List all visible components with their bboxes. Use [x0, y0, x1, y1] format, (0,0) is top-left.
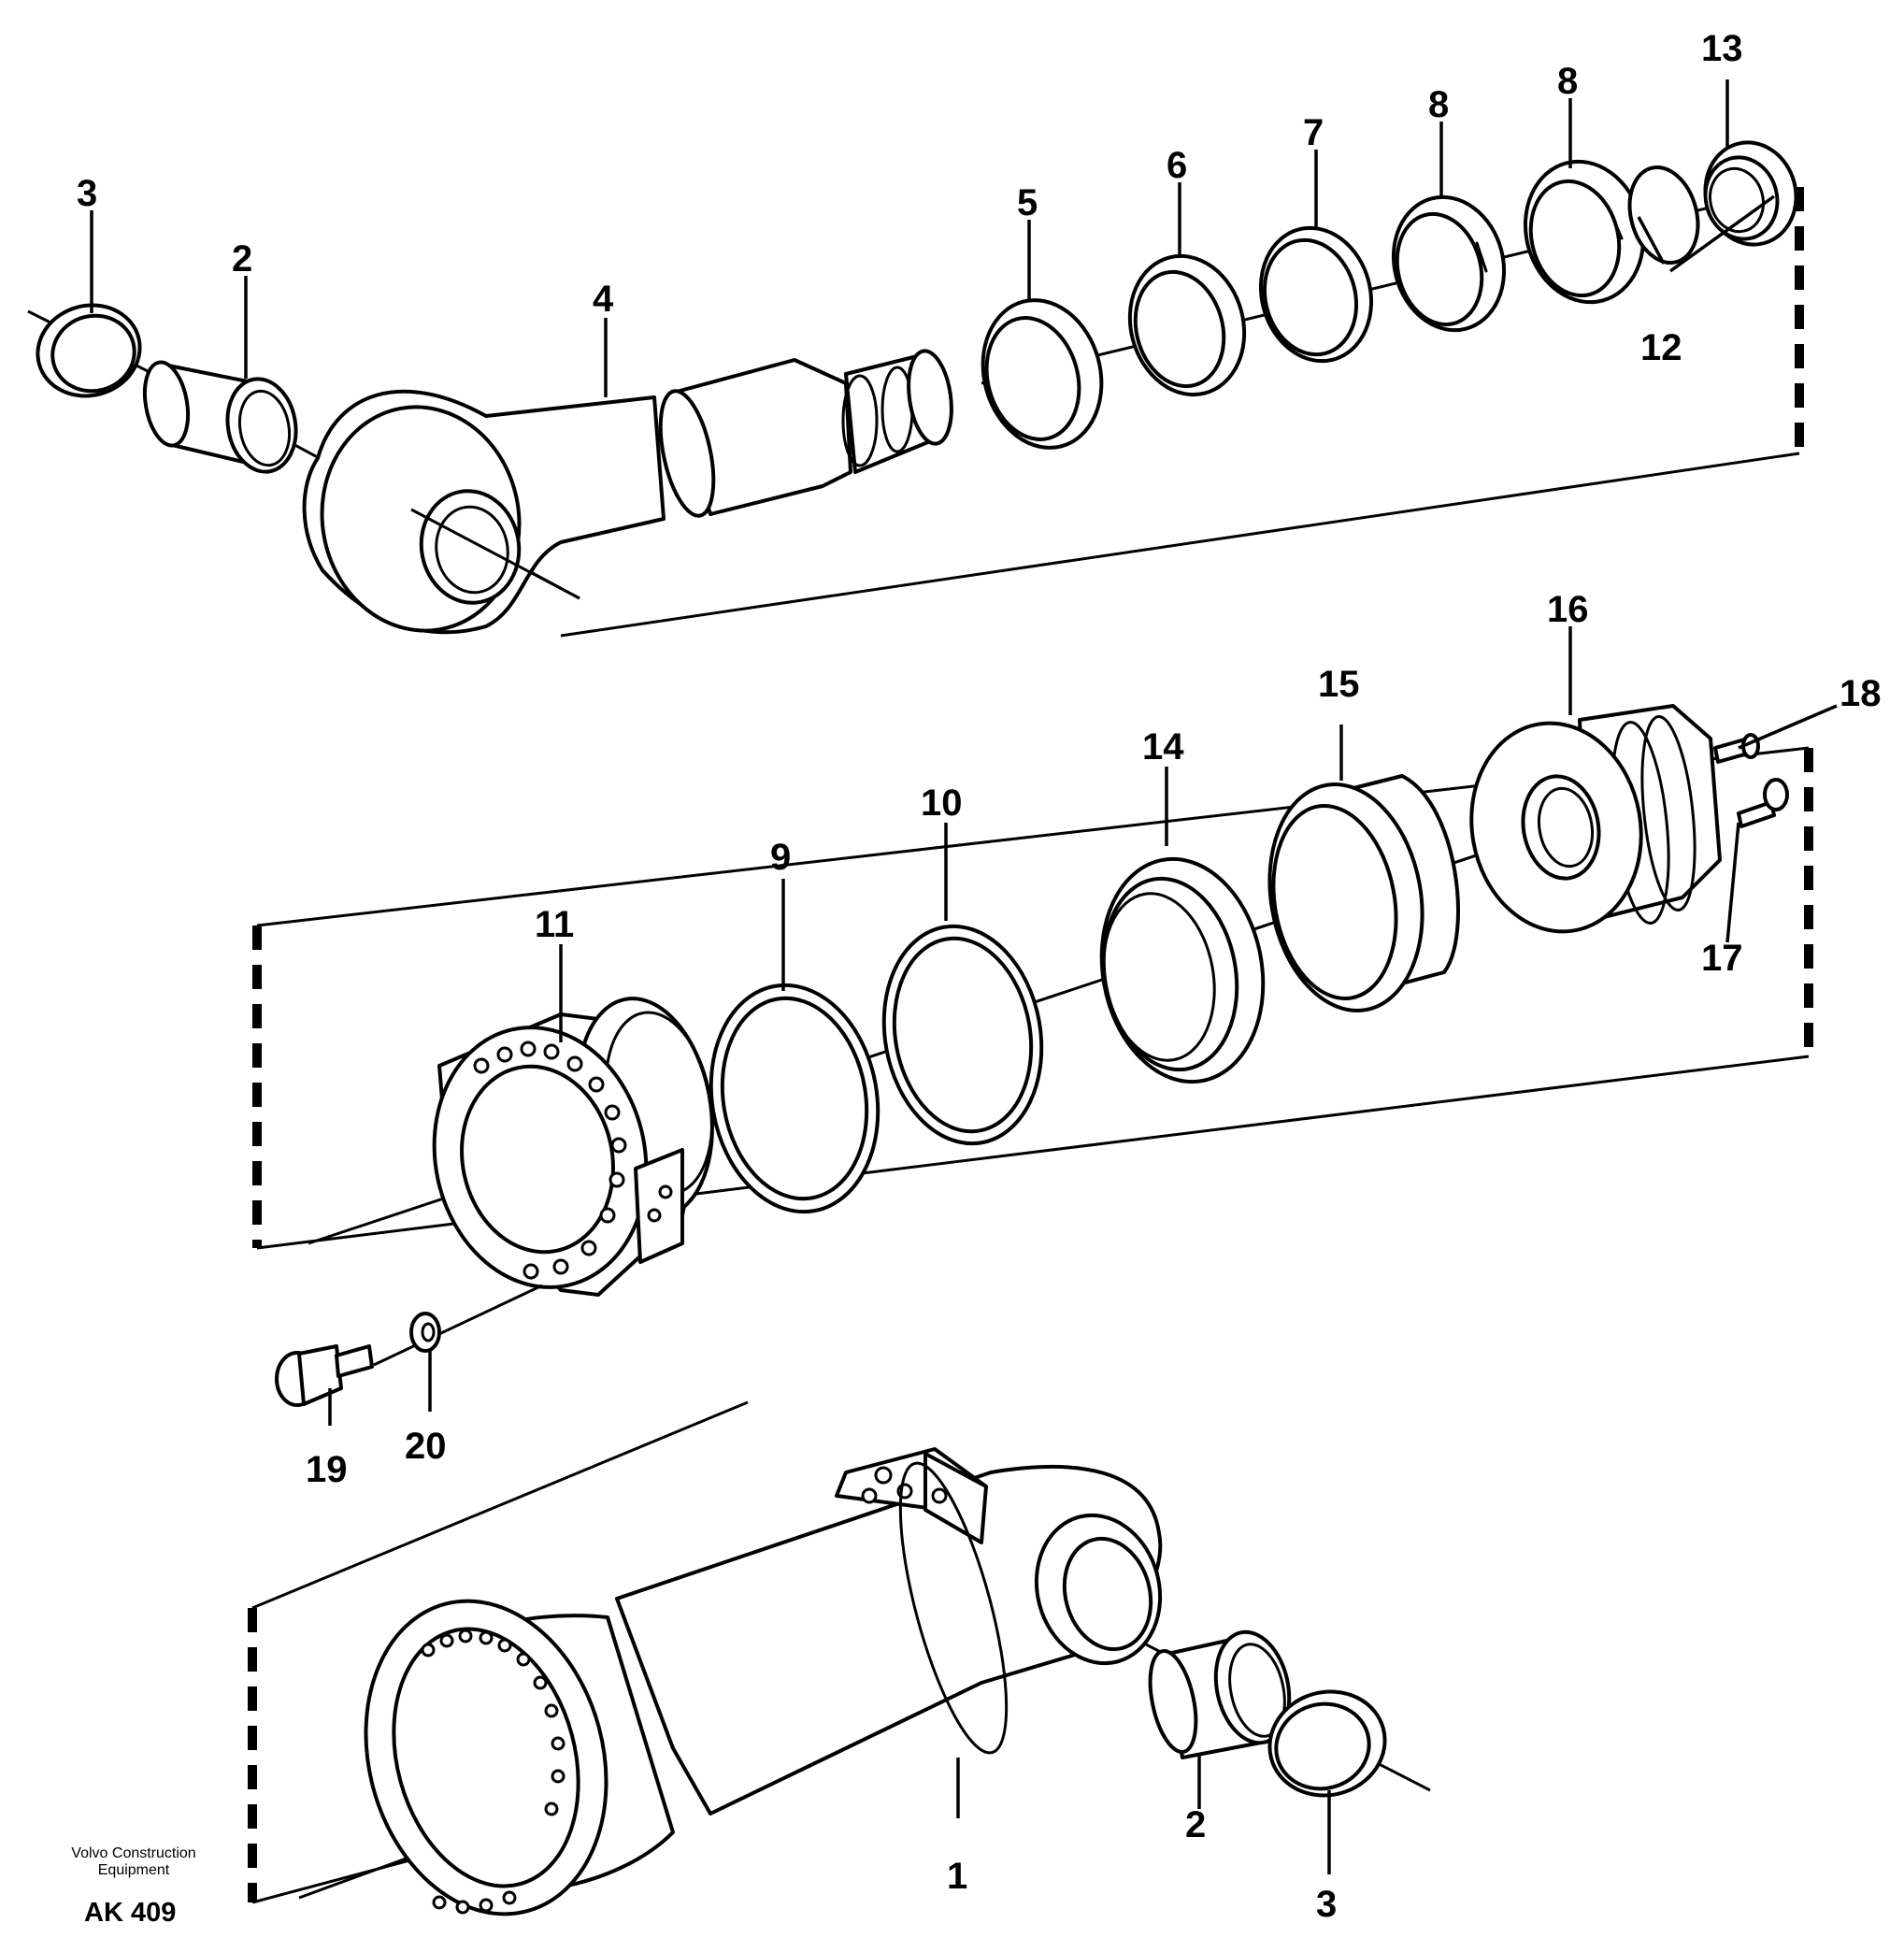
callout-4: 4: [593, 279, 614, 320]
callout-2-bottom: 2: [1185, 1804, 1206, 1845]
callout-15: 15: [1318, 664, 1360, 705]
callout-10: 10: [921, 782, 963, 824]
part-1-bolt-holes: [421, 1629, 565, 1915]
manufacturer-line-1: Volvo Construction: [71, 1845, 196, 1861]
row1-rod-assembly: [27, 140, 1804, 638]
part-5-seal: [981, 298, 1104, 450]
part-12-13-rings: [1627, 140, 1798, 266]
row3-top-line: [251, 1400, 749, 1610]
callout-11: 11: [535, 904, 574, 945]
manufacturer-line-2: Equipment: [97, 1862, 170, 1878]
part-18-screw: [1713, 733, 1760, 764]
callout-20: 20: [405, 1426, 447, 1467]
callout-14: 14: [1142, 726, 1184, 768]
callout-3-bottom: 3: [1316, 1884, 1337, 1925]
part-14-seal: [1099, 856, 1266, 1084]
part-2-bushing-top: [142, 360, 298, 474]
manufacturer-label: Volvo Construction Equipment: [54, 1845, 213, 1879]
row1-boundary-line: [560, 452, 1800, 638]
fasteners-19-20: [275, 1284, 543, 1407]
callout-19: 19: [306, 1449, 348, 1490]
part-7-ring: [1258, 225, 1374, 364]
callout-12: 12: [1640, 327, 1682, 368]
callout-9: 9: [770, 837, 791, 878]
part-19-bolt: [275, 1344, 374, 1407]
part-8-split-ring-a: [1391, 194, 1507, 333]
part-11-bolt-holes: [473, 1041, 673, 1280]
callout-5: 5: [1017, 182, 1038, 223]
callout-8-a: 8: [1428, 84, 1449, 125]
part-17-screw: [1737, 778, 1789, 828]
row2-head-assembly: [252, 704, 1813, 1297]
callout-1: 1: [947, 1856, 967, 1897]
callout-2-top: 2: [232, 238, 252, 280]
drawing-code: AK 409: [84, 1898, 177, 1928]
part-4-piston-rod: [302, 349, 953, 635]
callout-16: 16: [1547, 589, 1589, 630]
callout-3-top: 3: [77, 173, 97, 214]
part-15-guide-band: [1267, 774, 1460, 1012]
part-6-ring: [1127, 253, 1247, 397]
part-3-ring-top: [36, 303, 142, 398]
callout-8-b: 8: [1557, 61, 1578, 102]
callout-13: 13: [1701, 28, 1743, 69]
part-20-washer: [409, 1312, 441, 1353]
row3-cylinder-barrel: [248, 1400, 1431, 1916]
part-2-bushing-bottom: [1148, 1629, 1292, 1759]
leader-lines: [90, 79, 1838, 1874]
part-10-ring: [881, 924, 1044, 1146]
callout-labels: 3 2 4 5 6 7 8 8 13 12 16 18 15 14 10 9 1…: [77, 28, 1882, 1925]
part-11-cylinder-head: [432, 997, 714, 1297]
part-3-ring-bottom: [1267, 1689, 1387, 1798]
part-1-cylinder-barrel: [364, 1447, 1163, 1916]
callout-17: 17: [1701, 938, 1743, 979]
callout-18: 18: [1840, 673, 1882, 714]
part-16-piston: [1469, 704, 1722, 934]
part-9-ring: [709, 983, 880, 1214]
callout-6: 6: [1167, 145, 1187, 186]
callout-7: 7: [1303, 112, 1324, 153]
